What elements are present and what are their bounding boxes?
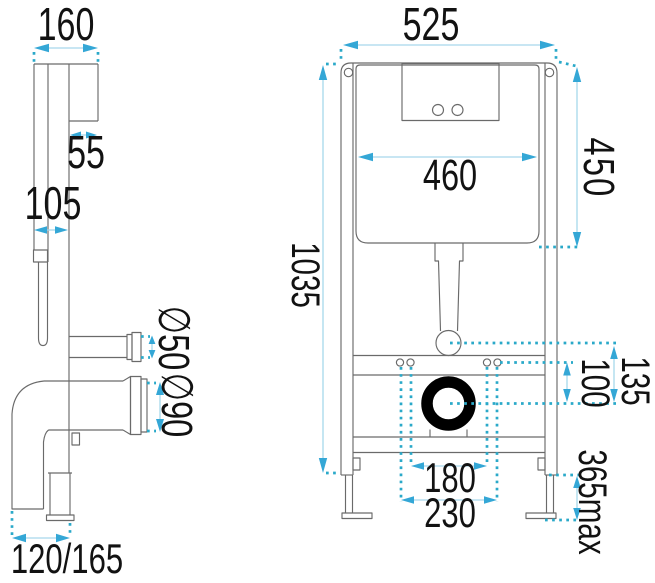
fixing-hole-1: [395, 358, 405, 367]
dim-label-55: 55: [67, 126, 105, 178]
dim-label-d50: ∅50: [149, 306, 198, 371]
arrow-160-l: [34, 43, 49, 53]
dim-label-230: 230: [424, 489, 476, 536]
arrow-1035-down: [318, 458, 328, 473]
dim-label-180: 180: [424, 454, 476, 501]
dimension-shafts: [25, 44, 615, 539]
arrow-450-up: [572, 67, 582, 82]
front-corner-hole-left: [343, 67, 354, 78]
side-view-outline: [11, 63, 148, 522]
dim-label-d90: ∅90: [152, 373, 201, 438]
side-inlet-flange-body: [131, 331, 142, 363]
dim-label-460: 460: [423, 151, 477, 200]
arrow-365-up: [573, 476, 581, 488]
dim-label-100: 100: [573, 358, 617, 407]
arrow-105-l: [34, 226, 47, 234]
arrow-230-r: [484, 496, 497, 504]
arrow-460-l: [358, 152, 373, 162]
arrow-135-up: [610, 346, 618, 359]
reference-dotted-lines: [10, 49, 620, 536]
side-leg-clip: [71, 432, 81, 446]
fixing-hole-2: [406, 358, 415, 367]
front-left-leg-clip: [352, 457, 361, 471]
arrow-d90-down: [156, 419, 164, 432]
fixing-hole-3: [482, 358, 492, 367]
dim-label-135: 135: [613, 356, 655, 405]
side-elbow-inner: [42, 429, 49, 509]
dimension-arrowheads: [12, 40, 618, 543]
flushpipe-right: [456, 243, 464, 332]
arrow-100-up: [563, 362, 571, 376]
flushpipe-left: [434, 243, 442, 332]
dim-label-120-165: 120/165: [11, 535, 123, 582]
flush-button-plate: [401, 62, 500, 122]
cistern-tank: [355, 64, 540, 244]
arrow-160-r: [83, 43, 98, 53]
dim-label-105: 105: [25, 177, 82, 229]
arrow-450-down: [572, 232, 582, 247]
arrow-120-r: [56, 533, 70, 543]
arrow-365-down: [573, 508, 581, 520]
dim-label-525: 525: [403, 0, 460, 50]
arrow-180-r: [474, 462, 487, 470]
front-left-foot: [341, 512, 373, 520]
arrow-100-down: [563, 389, 571, 402]
front-right-leg-clip: [537, 457, 546, 471]
side-flushpipe-cap: [37, 337, 49, 347]
side-elbow-outer: [11, 380, 45, 510]
arrow-d50-down: [148, 350, 156, 359]
ext-450-top: [558, 60, 577, 68]
front-right-foot: [525, 512, 557, 520]
arrow-d90-up: [156, 382, 164, 395]
arrow-105-r: [55, 226, 68, 234]
dim-label-450: 450: [574, 138, 623, 199]
dimension-labels: 160 55 105 ∅50 ∅90 120/165 525 1035 460 …: [11, 0, 655, 582]
front-corner-hole-right: [544, 67, 555, 78]
front-view-outline: [340, 62, 558, 520]
flush-button-left: [431, 103, 445, 117]
arrow-55-r: [86, 131, 97, 139]
arrow-230-l: [401, 496, 414, 504]
flush-button-right: [451, 103, 464, 117]
dim-label-1035: 1035: [283, 242, 327, 308]
dim-label-160: 160: [38, 0, 95, 50]
side-outlet-flange-body: [129, 375, 142, 436]
arrow-d50-up: [148, 335, 156, 344]
arrow-525-l: [343, 40, 358, 50]
arrow-55-l: [70, 131, 81, 139]
side-foot-plate: [45, 514, 75, 522]
drain-opening-ring: [421, 376, 476, 431]
arrow-460-r: [522, 152, 537, 162]
arrow-135-down: [610, 389, 618, 402]
arrow-180-l: [411, 462, 424, 470]
arrow-1035-up: [318, 65, 328, 80]
dim-label-365max: 365max: [570, 449, 614, 555]
arrow-525-r: [540, 40, 555, 50]
arrow-120-l: [12, 533, 26, 543]
